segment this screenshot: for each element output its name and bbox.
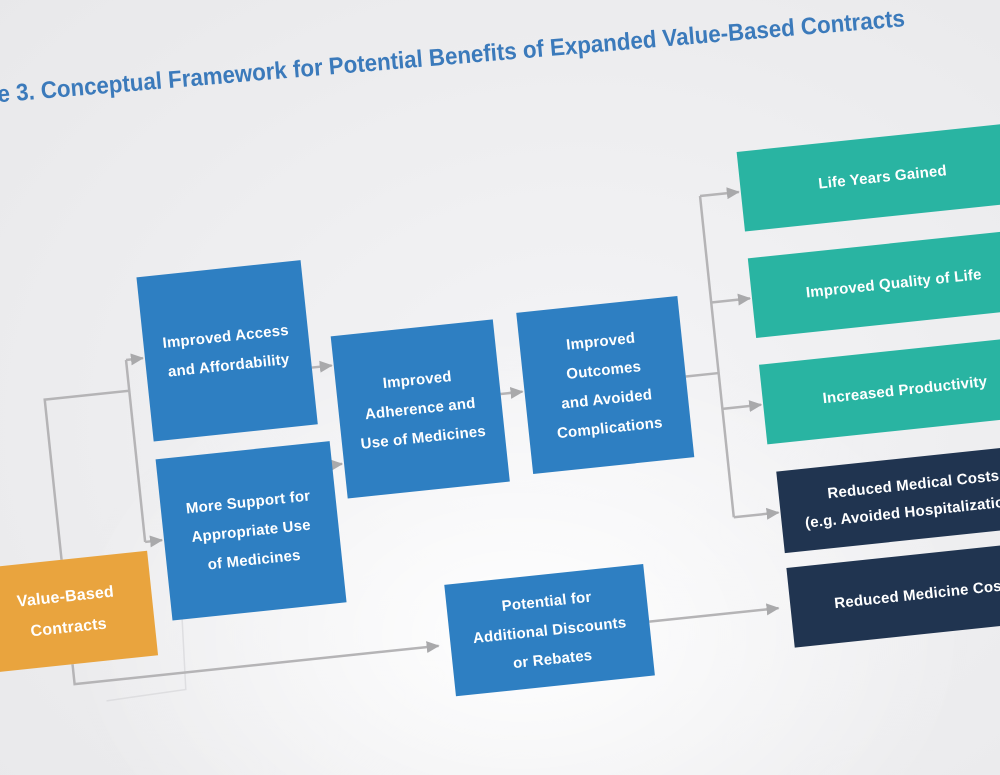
arrow-access-to-adherence (311, 360, 333, 373)
arrow-to-quality-of-life (711, 293, 751, 306)
node-improved-adherence: Improved Adherence and Use of Medicines (330, 319, 510, 499)
node-label-line: Life Years Gained (817, 161, 948, 193)
arrow-to-medical-costs (733, 507, 780, 520)
node-label-line: Increased Productivity (821, 372, 988, 407)
node-improved-access: Improved Access and Affordability (136, 260, 318, 442)
node-label-line: Improved Quality of Life (805, 265, 983, 301)
arrow-source-to-discounts (71, 641, 440, 686)
node-improved-outcomes: Improved Outcomes and Avoided Complicati… (516, 295, 695, 475)
node-value-based-contracts: Value-Based Contracts (0, 550, 159, 674)
arrow-discounts-to-medicine-costs (649, 603, 780, 623)
connector-source-up (43, 389, 130, 560)
arrow-support-to-adherence (329, 459, 344, 472)
connector-outcomes-feed (685, 371, 719, 378)
arrow-to-life-years (699, 187, 740, 200)
arrow-to-access (125, 353, 144, 366)
connector-left-trunk (124, 359, 147, 543)
arrow-adherence-to-outcomes (500, 386, 524, 399)
node-potential-discounts: Potential for Additional Discounts or Re… (444, 563, 655, 697)
node-label-line: Reduced Medicine Costs (833, 575, 1000, 612)
node-more-support: More Support for Appropriate Use of Medi… (155, 441, 347, 621)
connector-right-trunk (698, 195, 736, 518)
arrow-to-productivity (722, 400, 763, 413)
arrow-to-support (145, 535, 164, 548)
